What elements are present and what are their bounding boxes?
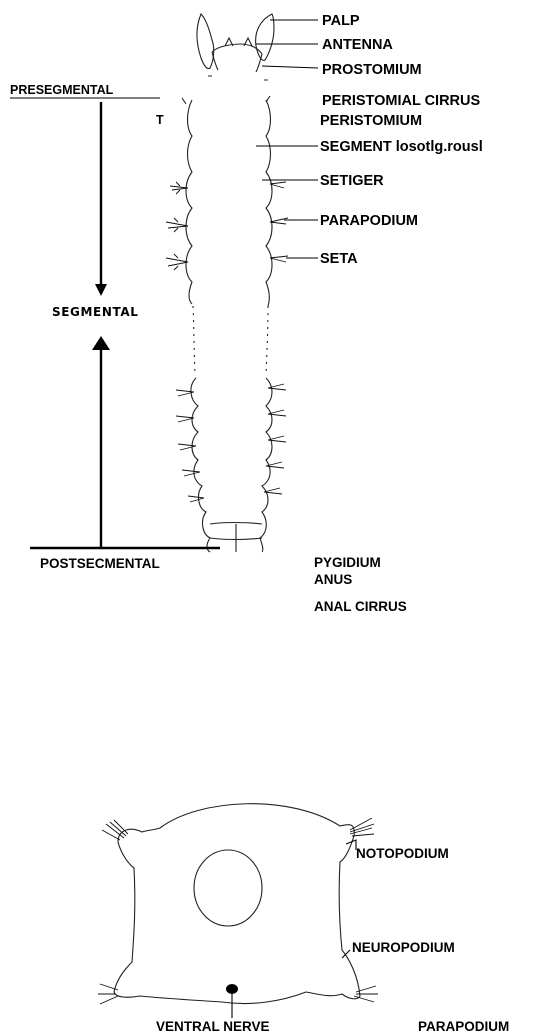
leader-lines: [256, 20, 318, 258]
peristomium-edge: [208, 76, 268, 80]
cross-section: [98, 804, 378, 1018]
cross-section-labels: NOTOPODIUM NEUROPODIUM VENTRAL NERVE PAR…: [156, 846, 509, 1034]
parapodium: [178, 444, 196, 450]
segmental-up-arrowhead: [92, 336, 110, 350]
body-left-posterior: [191, 378, 210, 552]
label-pygidium: PYGIDIUM: [314, 555, 381, 570]
palp-right: [256, 14, 274, 60]
parapodia-right-anterior: [270, 182, 288, 262]
label-palp: PALP: [322, 13, 360, 29]
label-setiger: SETIGER: [320, 173, 384, 189]
worm-body: [166, 14, 288, 552]
label-antenna: ANTENNA: [322, 37, 393, 53]
label-neuropodium: NEUROPODIUM: [352, 940, 455, 955]
parapodium: [268, 410, 286, 416]
label-peristomium: PERISTOMIUM: [320, 113, 422, 129]
prostomium: [212, 44, 262, 72]
label-segment: SEGMENT losotlg.rousl: [320, 139, 483, 155]
segmental-down-arrowhead: [95, 284, 107, 296]
left-upper-setae: [102, 820, 128, 840]
parapodia-right-posterior: [264, 384, 286, 494]
label-t-mark: T: [156, 113, 164, 127]
label-anus: ANUS: [314, 572, 352, 587]
label-segmental: SEGMENTAL: [52, 305, 138, 319]
parapodium: [270, 256, 288, 262]
region-labels: PRESEGMENTAL T SEGMENTAL POSTSECMENTAL: [10, 83, 164, 571]
parapodium: [176, 416, 194, 422]
label-seta: SETA: [320, 251, 358, 267]
parapodium: [266, 462, 284, 468]
parapodium: [166, 254, 188, 270]
label-ventral-nerve: VENTRAL NERVE: [156, 1019, 270, 1034]
label-peristomial-cirrus: PERISTOMIAL CIRRUS: [322, 93, 481, 109]
label-postsegmental: POSTSECMENTAL: [40, 556, 160, 571]
body-right-anterior: [266, 100, 272, 306]
parapodia-left-anterior: [166, 182, 188, 270]
neuropodium-setae: [354, 986, 378, 1002]
label-parapodium: PARAPODIUM: [320, 213, 418, 229]
palp-left: [197, 14, 214, 69]
label-presegmental: PRESEGMENTAL: [10, 83, 114, 97]
label-notopodium: NOTOPODIUM: [356, 846, 449, 861]
cross-section-body: [114, 804, 360, 1004]
body-left-anterior: [186, 100, 192, 304]
parapodium: [270, 218, 288, 224]
parapodium: [182, 470, 200, 476]
region-indicators: [10, 98, 220, 548]
label-prostomium: PROSTOMIUM: [322, 62, 422, 78]
ventral-nerve: [226, 984, 238, 994]
label-parapodium-title: PARAPODIUM: [418, 1019, 509, 1034]
peristomial-cirrus-left: [182, 98, 186, 104]
body-left-dotted: [193, 306, 195, 376]
parapodium: [268, 436, 286, 442]
parapodia-left-posterior: [176, 390, 204, 502]
body-right-dotted: [266, 306, 268, 376]
worm-labels: PALP ANTENNA PROSTOMIUM PERISTOMIAL CIRR…: [314, 13, 483, 614]
parapodium: [170, 182, 188, 194]
parapodium: [270, 182, 286, 188]
parapodium: [188, 496, 204, 502]
gut: [194, 850, 262, 926]
prostomium-leader: [262, 66, 318, 68]
label-anal-cirrus: ANAL CIRRUS: [314, 599, 407, 614]
parapodium: [166, 218, 188, 232]
